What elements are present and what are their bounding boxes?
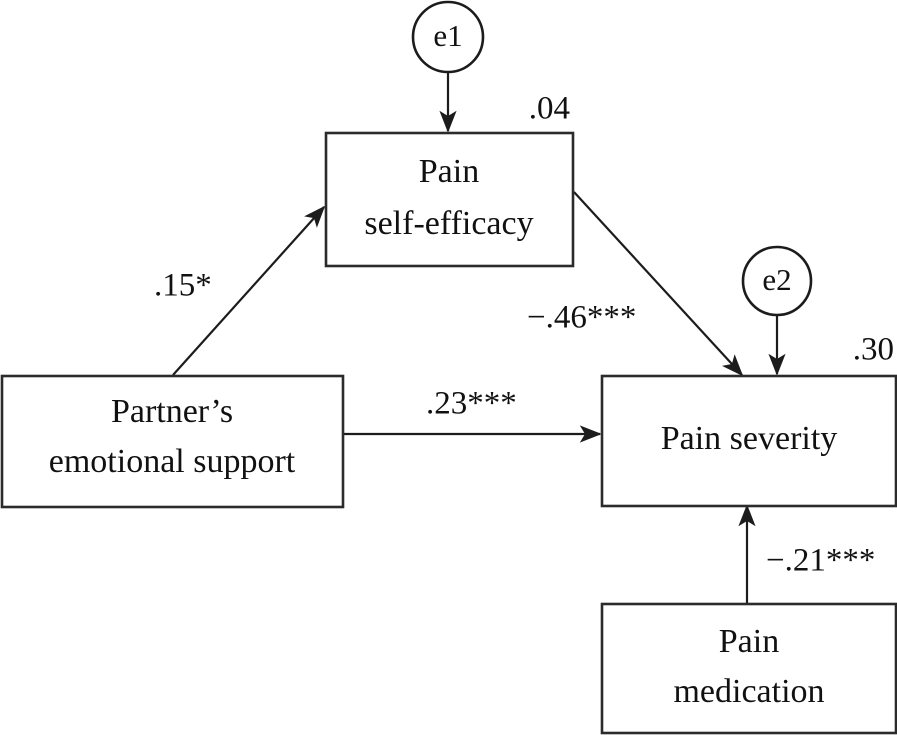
coefficient-medication-to-severity: −.21*** xyxy=(766,543,875,579)
node-partners-emotional-support-line1: Partner’s xyxy=(111,393,233,430)
node-partners-emotional-support-line2: emotional support xyxy=(49,443,296,480)
node-pain-self-efficacy-box[interactable] xyxy=(324,131,575,268)
node-pain-medication-line2: medication xyxy=(673,673,824,710)
coefficient-support-to-self-efficacy: .15* xyxy=(154,268,212,304)
r-squared-pain-severity: .30 xyxy=(853,332,894,368)
node-partners-emotional-support-box[interactable] xyxy=(0,374,345,509)
node-e2-label: e2 xyxy=(762,262,791,297)
coefficient-support-to-severity: .23*** xyxy=(426,386,517,422)
node-pain-self-efficacy-line2: self-efficacy xyxy=(364,205,533,242)
r-squared-pain-self-efficacy: .04 xyxy=(529,91,570,127)
node-e1-circle[interactable] xyxy=(411,0,485,74)
node-e1-label: e1 xyxy=(433,18,462,53)
path-support-to-self-efficacy xyxy=(172,205,326,376)
path-self-efficacy-to-severity xyxy=(573,191,744,377)
coefficient-self-efficacy-to-severity: −.46*** xyxy=(527,300,636,336)
node-pain-medication-box[interactable] xyxy=(600,602,897,735)
node-e2-circle[interactable] xyxy=(741,245,813,317)
node-pain-self-efficacy-line1: Pain xyxy=(419,153,479,190)
node-pain-medication-line1: Pain xyxy=(719,623,779,660)
node-pain-severity-line1: Pain severity xyxy=(661,420,838,457)
node-pain-severity-box[interactable] xyxy=(600,374,897,508)
